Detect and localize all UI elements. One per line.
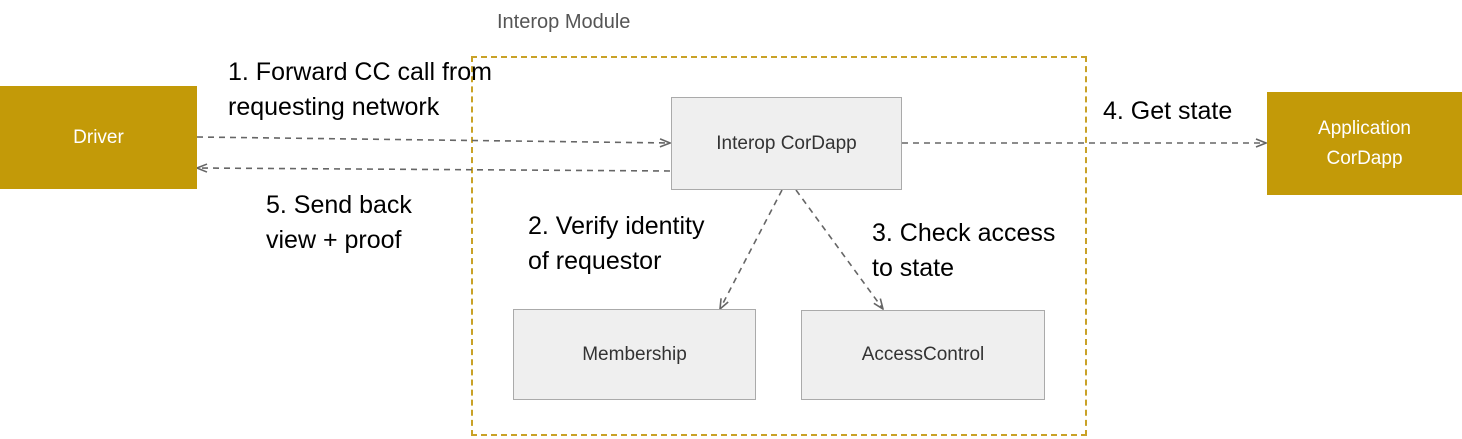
- driver-label: Driver: [73, 126, 124, 148]
- interop-cordapp-label: Interop CorDapp: [716, 132, 857, 154]
- interop-cordapp-node: Interop CorDapp: [671, 97, 902, 190]
- arrow-driver-to-interop: [196, 136, 670, 143]
- arrow-interop-to-driver: [197, 168, 671, 171]
- membership-node: Membership: [513, 309, 756, 400]
- interop-module-boundary: [471, 56, 1087, 436]
- application-cordapp-node: Application CorDapp: [1267, 92, 1462, 195]
- application-cordapp-label: Application CorDapp: [1318, 117, 1411, 169]
- step-3-check-label: 3. Check access to state: [872, 219, 1056, 282]
- arrow-interop-to-accesscontrol: [795, 189, 883, 309]
- interop-module-label: Interop Module: [497, 11, 631, 33]
- access-control-label: AccessControl: [861, 344, 985, 365]
- step-2-verify-label: 2. Verify identity of requestor: [528, 212, 705, 275]
- access-control-node: AccessControl: [801, 310, 1045, 400]
- membership-label: Membership: [582, 343, 687, 365]
- arrow-interop-to-membership: [720, 189, 783, 309]
- driver-node: Driver: [0, 86, 197, 189]
- step-1-forward-label: 1. Forward CC call from requesting netwo…: [228, 58, 492, 121]
- step-5-send-back-label: 5. Send back view + proof: [266, 191, 412, 254]
- step-4-get-state-label: 4. Get state: [1103, 97, 1233, 125]
